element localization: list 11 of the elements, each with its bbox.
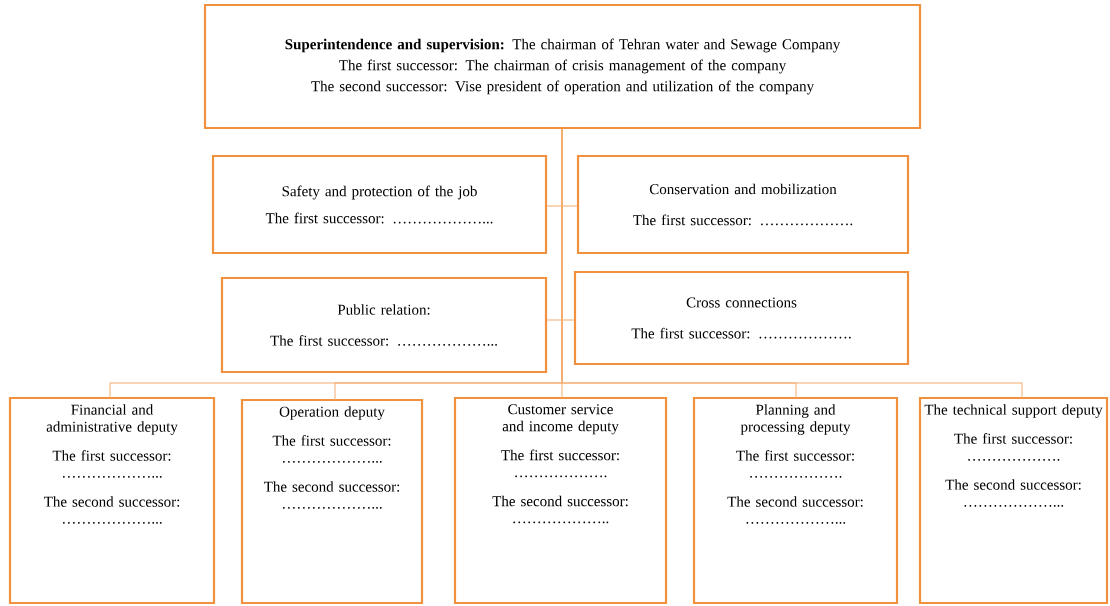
deputy-box: Operation deputy The first successor: ………………... The second successor: ………………...: [240, 398, 424, 605]
supervision-box: Superintendence and supervision: The chairman of Tehran water and Sewage Company The first successor: The chairman of crisis management of the company The second successor: Vise president of operation and utilization of the company: [203, 3, 922, 130]
connector-line: [561, 128, 1023, 399]
deputy-box: The technical support deputy The first successor: ………………. The second successor: ………………...: [918, 396, 1109, 605]
unit-box: Safety and protection of the job The first successor: ………………...: [211, 154, 548, 255]
unit-box: Public relation: The first successor: ………………...: [220, 276, 548, 374]
unit-box: Conservation and mobilization The first successor: ……………….: [576, 154, 910, 255]
deputy-box: Customer service and income deputy The first successor: ………………. The second successor: ………………..: [453, 396, 668, 605]
deputy-box: Financial and administrative deputy The first successor: ………………... The second successor: ………………...: [8, 396, 216, 605]
deputy-box: Planning and processing deputy The first successor: ………………. The second successor: ………………...: [692, 396, 899, 605]
unit-box: Cross connections The first successor: ……………….: [573, 270, 910, 366]
